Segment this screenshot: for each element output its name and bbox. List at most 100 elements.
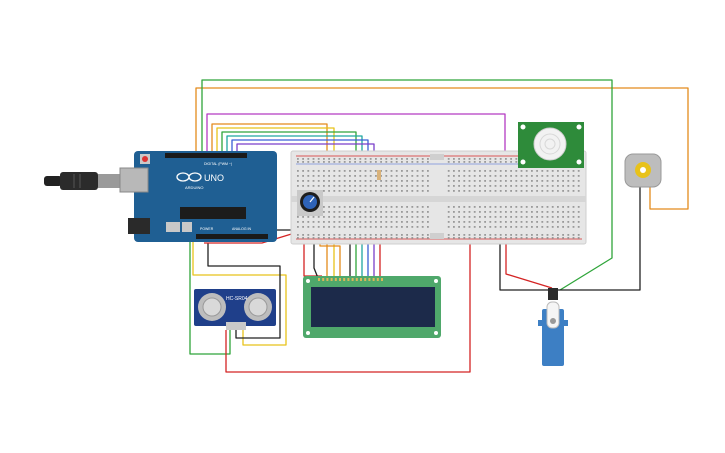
breadboard-hole <box>505 237 507 239</box>
breadboard-hole <box>447 190 450 192</box>
breadboard-hole <box>427 226 429 228</box>
breadboard-hole <box>468 206 471 208</box>
lcd-pin <box>326 278 329 281</box>
breadboard-hole <box>411 237 414 239</box>
breadboard-hole <box>515 170 518 172</box>
breadboard-hole <box>369 237 372 239</box>
breadboard-hole <box>323 185 325 187</box>
breadboard-hole <box>494 175 497 177</box>
breadboard-hole <box>567 211 570 213</box>
dc-motor-icon[interactable] <box>624 153 662 188</box>
breadboard-hole <box>416 234 419 236</box>
breadboard-hole <box>302 221 304 223</box>
breadboard-hole <box>401 170 403 172</box>
breadboard-hole <box>354 158 356 160</box>
wire-green-top[interactable] <box>201 79 613 291</box>
breadboard-hole <box>343 170 346 172</box>
servo-motor[interactable] <box>538 288 568 366</box>
breadboard-hole <box>359 216 362 218</box>
wire-black-servo[interactable] <box>499 240 548 291</box>
breadboard-hole <box>499 175 502 177</box>
breadboard-hole <box>427 190 429 192</box>
breadboard-hole <box>401 206 403 208</box>
breadboard-hole <box>525 216 528 218</box>
breadboard-hole <box>317 185 320 187</box>
breadboard-hole <box>479 175 481 177</box>
breadboard-hole <box>328 216 330 218</box>
wire-red-bottom[interactable] <box>225 240 471 373</box>
breadboard-hole <box>447 237 450 239</box>
breadboard-hole <box>525 175 528 177</box>
breadboard-hole <box>421 158 424 160</box>
wire-green-ultrasonic[interactable] <box>189 210 231 355</box>
arduino-uno-board[interactable]: UNO ARDUINO DIGITAL (PWM ~) POWER ANALOG… <box>119 151 277 242</box>
breadboard-hole <box>390 190 393 192</box>
breadboard-hole <box>494 211 497 213</box>
wire-red-5v[interactable] <box>204 231 299 244</box>
breadboard-hole <box>468 170 471 172</box>
breadboard-hole <box>385 185 388 187</box>
breadboard-hole <box>411 211 414 213</box>
breadboard-hole <box>406 211 408 213</box>
breadboard-hole <box>536 180 538 182</box>
breadboard-hole <box>375 234 377 236</box>
analog-label: ANALOG IN <box>232 227 252 231</box>
wire-red-servo[interactable] <box>505 240 553 289</box>
breadboard-hole <box>307 216 310 218</box>
breadboard-hole <box>489 170 492 172</box>
pir-sensor[interactable] <box>518 122 584 168</box>
breadboard-hole <box>557 175 559 177</box>
breadboard-hole <box>390 158 393 160</box>
breadboard-hole <box>463 158 466 160</box>
breadboard-hole <box>359 158 362 160</box>
breadboard-hole <box>510 216 512 218</box>
breadboard-hole <box>307 175 310 177</box>
wire-black-ultrasonic[interactable] <box>207 243 281 339</box>
breadboard-hole <box>520 180 523 182</box>
breadboard-hole <box>375 237 377 239</box>
wire-yellow-ultrasonic[interactable] <box>192 200 287 346</box>
lcd-pin <box>351 278 354 281</box>
breadboard-hole <box>427 221 429 223</box>
breadboard-hole <box>453 206 455 208</box>
breadboard-hole <box>577 226 580 228</box>
breadboard-hole <box>453 211 455 213</box>
breadboard-hole <box>468 158 471 160</box>
breadboard-hole <box>453 226 455 228</box>
breadboard-hole <box>375 170 377 172</box>
breadboard-hole <box>333 185 336 187</box>
breadboard-hole <box>338 216 341 218</box>
breadboard-hole <box>525 170 528 172</box>
breadboard-hole <box>333 170 336 172</box>
wire-orange-motor[interactable] <box>195 87 689 210</box>
breadboard-hole <box>312 221 315 223</box>
breadboard-hole <box>328 158 330 160</box>
breadboard-hole <box>385 180 388 182</box>
breadboard-hole <box>343 226 346 228</box>
breadboard-hole <box>369 211 372 213</box>
breadboard-hole <box>416 221 419 223</box>
breadboard-hole <box>458 185 460 187</box>
lcd-display[interactable] <box>303 276 441 338</box>
breadboard-hole <box>479 226 481 228</box>
breadboard-hole <box>479 185 481 187</box>
breadboard-hole <box>536 234 538 236</box>
wire-black-motor[interactable] <box>556 187 641 291</box>
breadboard-hole <box>427 158 429 160</box>
breadboard-hole <box>546 221 549 223</box>
breadboard-hole <box>416 226 419 228</box>
breadboard-hole <box>333 158 336 160</box>
breadboard-hole <box>562 206 564 208</box>
breadboard-hole <box>499 170 502 172</box>
ultrasonic-sensor[interactable]: HC-SR04 <box>194 289 276 330</box>
potentiometer-knob-icon[interactable] <box>297 190 323 216</box>
breadboard-hole <box>572 216 575 218</box>
breadboard-hole <box>406 158 408 160</box>
breadboard-hole <box>338 175 341 177</box>
breadboard-hole <box>531 180 533 182</box>
breadboard-hole <box>515 226 518 228</box>
breadboard-hole <box>479 221 481 223</box>
breadboard-hole <box>375 190 377 192</box>
breadboard-hole <box>531 170 533 172</box>
breadboard-hole <box>510 180 512 182</box>
